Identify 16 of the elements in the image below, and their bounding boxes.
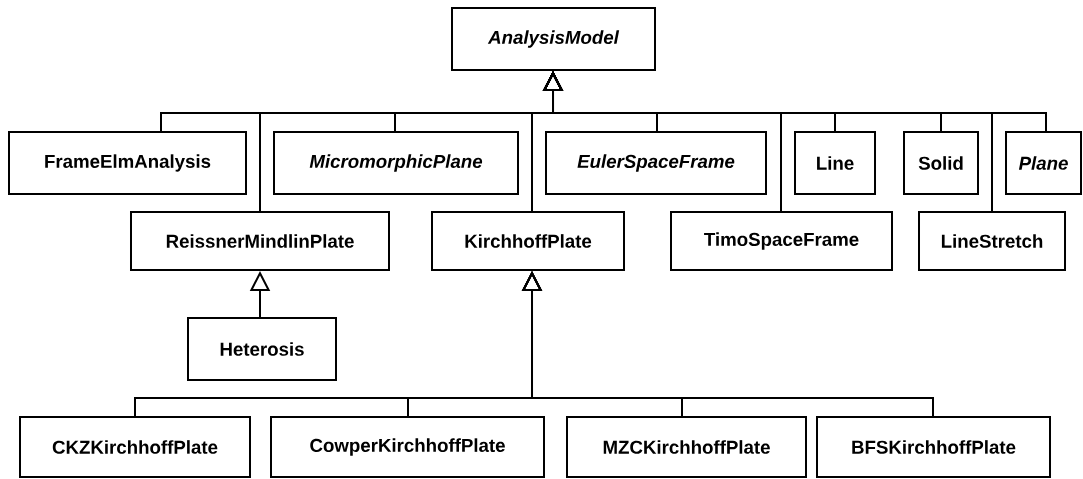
class-box: FrameElmAnalysis	[8, 131, 247, 195]
class-box: AnalysisModel	[451, 7, 656, 71]
class-box: CowperKirchhoffPlate	[270, 416, 545, 478]
class-box: Solid	[903, 131, 979, 195]
class-box: LineStretch	[918, 211, 1066, 271]
class-box: Plane	[1005, 131, 1082, 195]
class-box: EulerSpaceFrame	[545, 131, 767, 195]
class-box: MicromorphicPlane	[273, 131, 519, 195]
class-box: BFSKirchhoffPlate	[816, 416, 1051, 478]
class-box: TimoSpaceFrame	[670, 211, 893, 271]
class-box: MZCKirchhoffPlate	[566, 416, 807, 478]
class-box: KirchhoffPlate	[431, 211, 625, 271]
class-box: Line	[794, 131, 876, 195]
class-box: ReissnerMindlinPlate	[130, 211, 390, 271]
class-box: CKZKirchhoffPlate	[19, 416, 251, 478]
class-box: Heterosis	[187, 317, 337, 381]
